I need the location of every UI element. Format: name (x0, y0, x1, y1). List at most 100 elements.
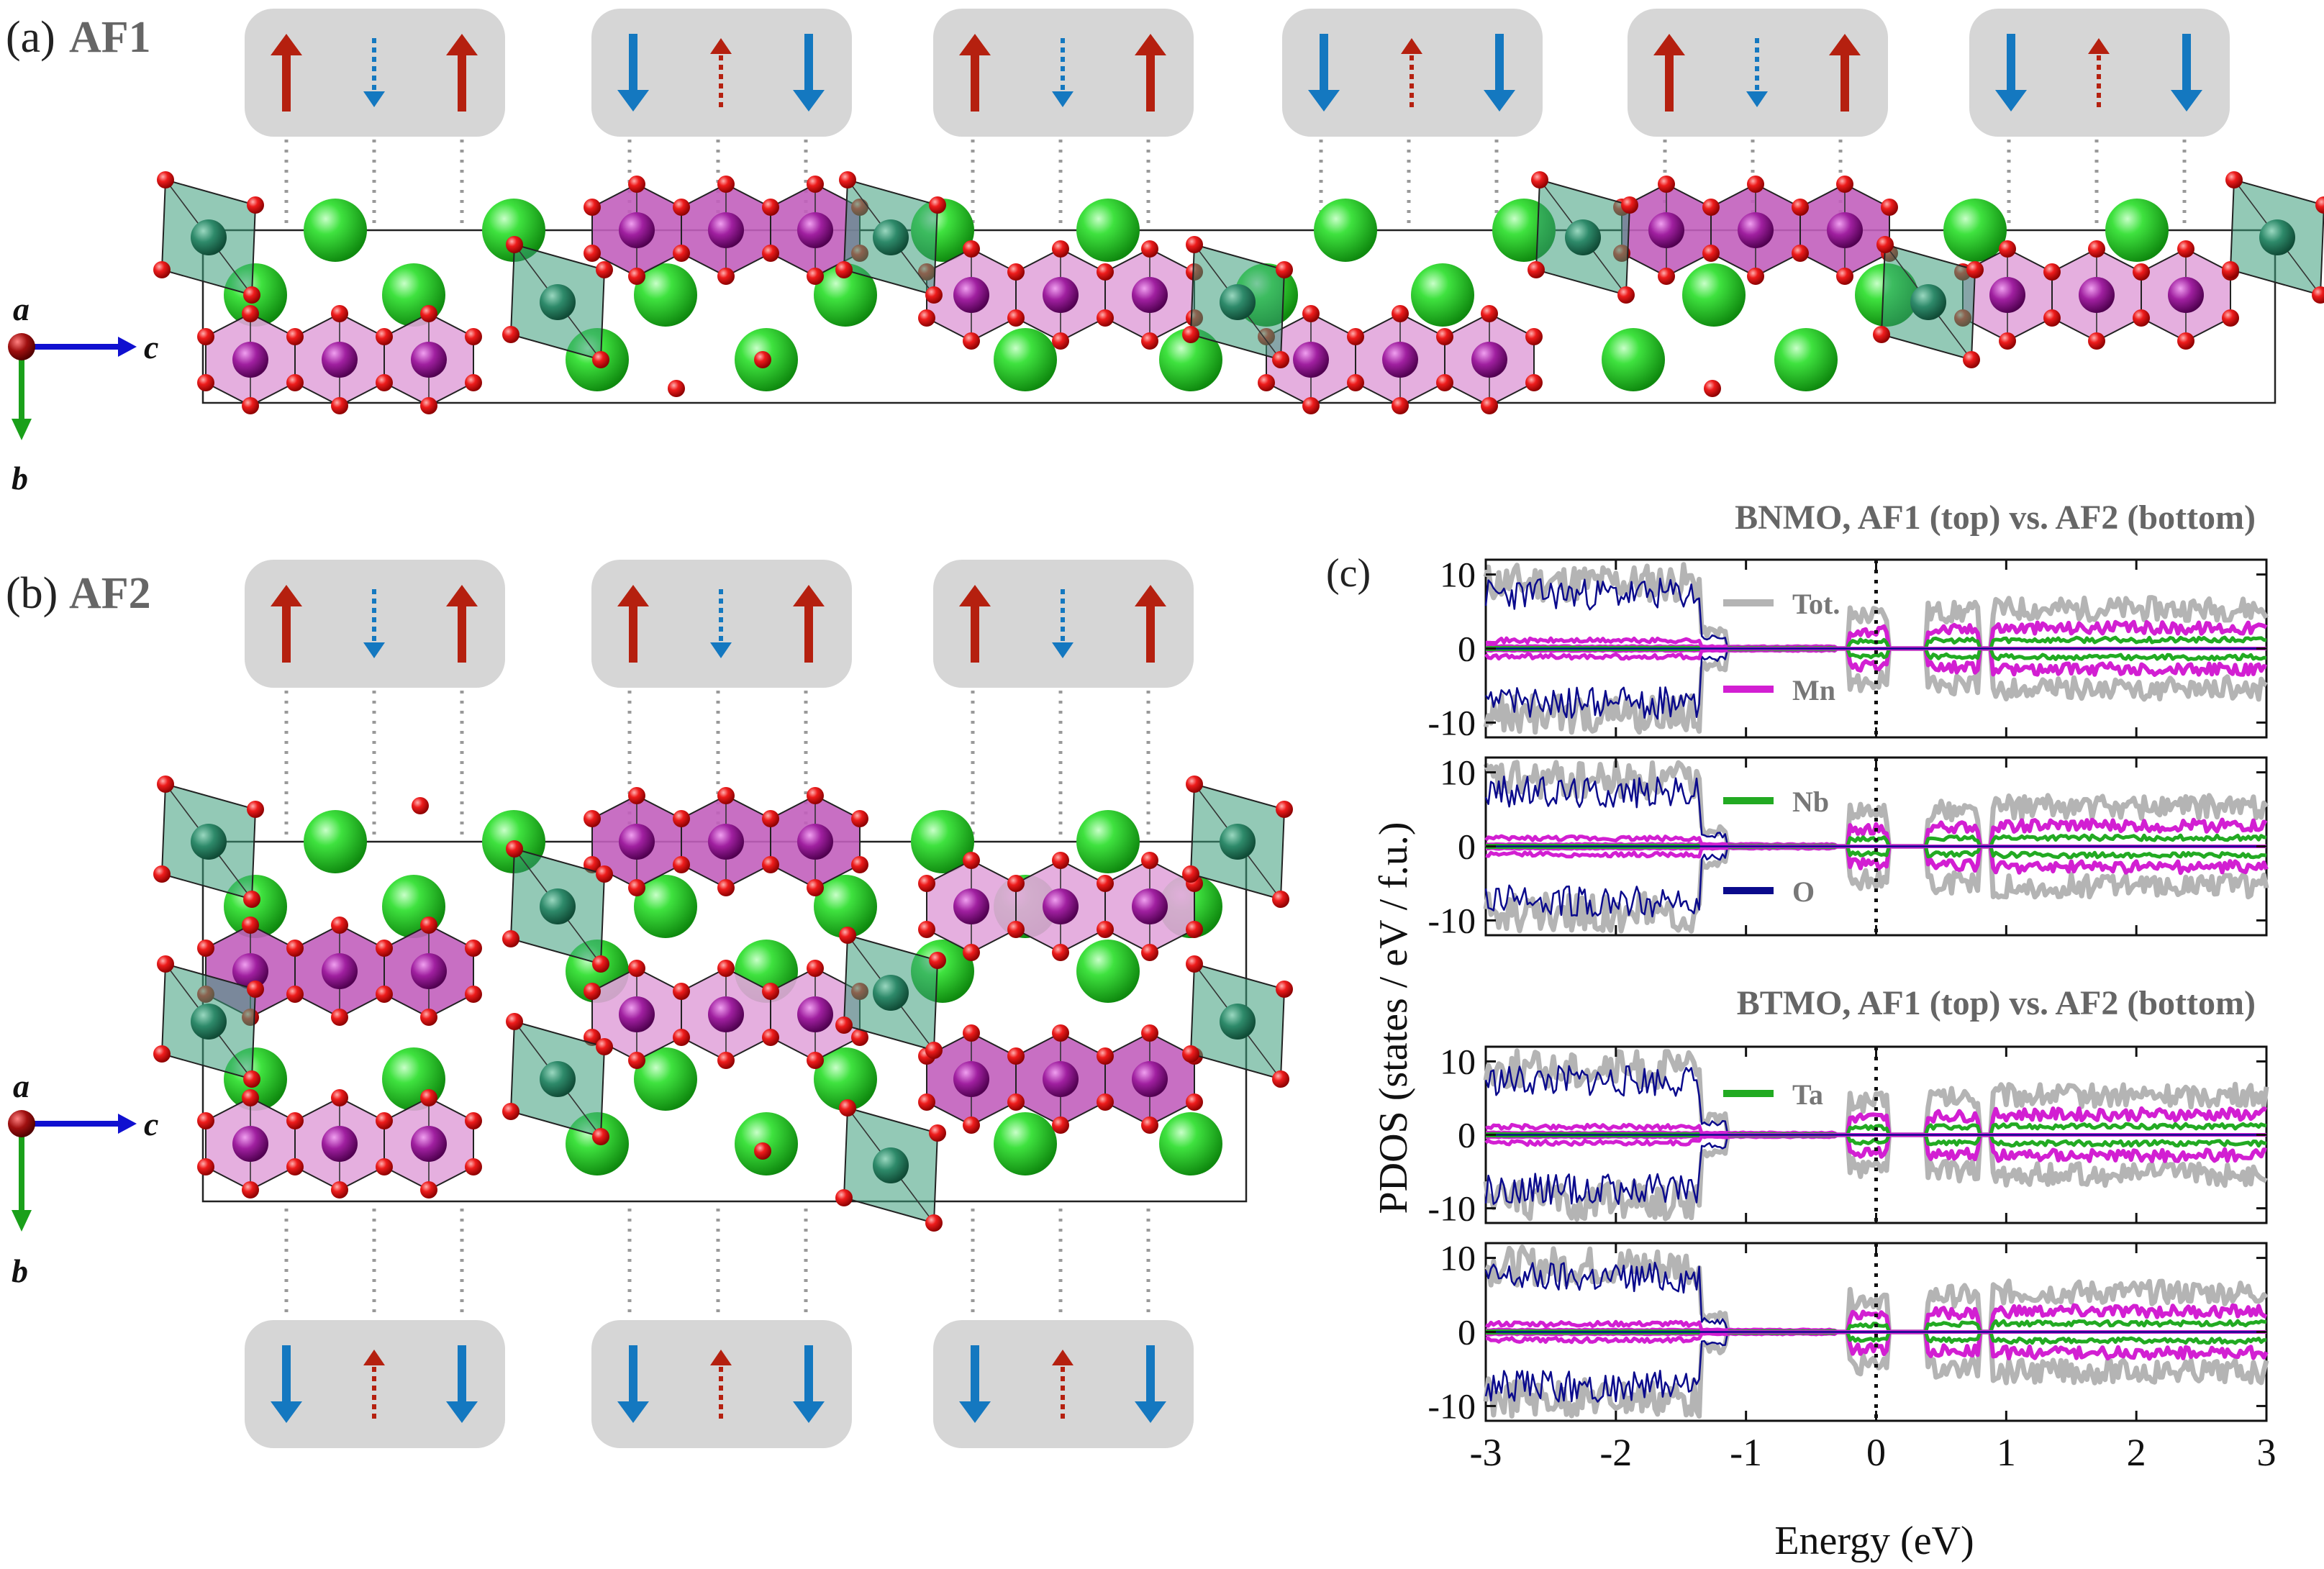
mn-atom (619, 824, 655, 860)
mn-atom (1648, 212, 1684, 248)
y-tick-label: 0 (1458, 827, 1476, 867)
oxygen-atom (1658, 268, 1675, 285)
mn-atom (1827, 212, 1863, 248)
y-tick-label: -10 (1427, 702, 1476, 742)
ba-atom (634, 1047, 697, 1111)
oxygen-atom (242, 1089, 259, 1106)
oxygen-atom (673, 199, 690, 216)
oxygen-atom (286, 940, 304, 957)
oxygen-atom (1182, 865, 1199, 883)
oxygen-atom (628, 879, 645, 896)
spin-box-background (1628, 9, 1888, 137)
spin-box-background (1969, 9, 2230, 137)
oxygen-atom (1186, 776, 1203, 793)
oxygen-atom (286, 986, 304, 1003)
ba-atom (814, 263, 877, 327)
oxygen-atom (1392, 305, 1409, 322)
spin-down-arrow (1135, 1345, 1166, 1423)
oxygen-atom (807, 176, 824, 193)
spin-box-background (245, 560, 505, 688)
oxygen-atom (754, 351, 771, 368)
mn-atom (708, 824, 744, 860)
ba-atom (814, 875, 877, 938)
oxygen-atom (2315, 196, 2324, 214)
mn-atom (797, 212, 833, 248)
oxygen-atom (717, 176, 735, 193)
legend-item: Tot. (1723, 588, 1840, 620)
oxygen-atom (465, 328, 482, 345)
af2-top-spin-box (245, 560, 505, 688)
ba-atom (634, 875, 697, 938)
spin-down-arrow (1484, 34, 1515, 112)
oxygen-atom (596, 865, 613, 883)
axis-c-label-b: c (144, 1106, 158, 1142)
mn-atom (1043, 1061, 1079, 1097)
mn-atom (322, 1126, 358, 1162)
bnmo-title: BNMO, AF1 (top) vs. AF2 (bottom) (1735, 499, 2256, 537)
oxygen-atom (929, 1124, 946, 1142)
oxygen-atom (1182, 1045, 1199, 1063)
oxygen-atom (331, 397, 348, 414)
oxygen-atom (1052, 1117, 1069, 1134)
spin-up-arrow (959, 585, 991, 663)
spin-up-arrow (710, 38, 732, 107)
x-tick-label: 0 (1866, 1431, 1886, 1474)
spin-box-background (933, 9, 1194, 137)
spin-down-arrow (2171, 34, 2202, 112)
af1-spin-box (1282, 9, 1543, 137)
ba-atom (1159, 328, 1222, 391)
oxygen-atom (918, 309, 935, 327)
oxygen-atom (762, 245, 779, 262)
af1-spin-box (933, 9, 1194, 137)
spin-down-arrow (363, 38, 385, 107)
oxygen-atom (506, 1013, 523, 1030)
oxygen-atom (157, 776, 174, 793)
af2-top-spin-box (591, 560, 852, 688)
x-tick-label: 1 (1997, 1431, 2016, 1474)
oxygen-atom (918, 875, 935, 892)
ba-atom (304, 810, 367, 873)
x-tick-label: 3 (2257, 1431, 2277, 1474)
spin-up-arrow (959, 34, 991, 112)
oxygen-atom (2133, 263, 2150, 281)
oxygen-atom (673, 1029, 690, 1046)
spin-box-background (591, 560, 852, 688)
oxygen-atom (1302, 397, 1320, 414)
oxygen-atom (331, 305, 348, 322)
oxygen-atom (1097, 1093, 1114, 1111)
oxygen-atom (1097, 309, 1114, 327)
nb-atom (191, 1004, 227, 1040)
spin-down-arrow (959, 1345, 991, 1423)
oxygen-atom (286, 374, 304, 391)
axis-a-label: a (13, 291, 29, 327)
oxygen-atom (1792, 245, 1809, 262)
oxygen-atom (1617, 286, 1635, 304)
spin-up-arrow (271, 585, 302, 663)
oxygen-atom (762, 983, 779, 1000)
legend-label: Ta (1792, 1078, 1823, 1111)
oxygen-atom (1052, 240, 1069, 258)
oxygen-atom (1097, 921, 1114, 938)
oxygen-atom (717, 268, 735, 285)
oxygen-atom (1999, 332, 2016, 350)
af1-spin-box (1969, 9, 2230, 137)
oxygen-atom (1621, 196, 1638, 214)
oxygen-atom (1836, 176, 1853, 193)
oxygen-atom (925, 286, 943, 304)
oxygen-atom (1186, 955, 1203, 973)
oxygen-atom (1141, 1024, 1158, 1042)
af2-crystal-structure (153, 691, 1293, 1316)
panel-b-label: (b) (6, 569, 58, 618)
oxygen-atom (1747, 176, 1764, 193)
oxygen-atom (420, 1009, 437, 1026)
oxygen-atom (762, 1029, 779, 1046)
oxygen-atom (628, 1052, 645, 1069)
oxygen-atom (584, 810, 601, 827)
oxygen-atom (851, 856, 868, 873)
af1-spin-box (245, 9, 505, 137)
nb-atom (540, 1061, 576, 1097)
oxygen-atom (502, 930, 519, 947)
oxygen-atom (717, 787, 735, 804)
oxygen-atom (807, 268, 824, 285)
